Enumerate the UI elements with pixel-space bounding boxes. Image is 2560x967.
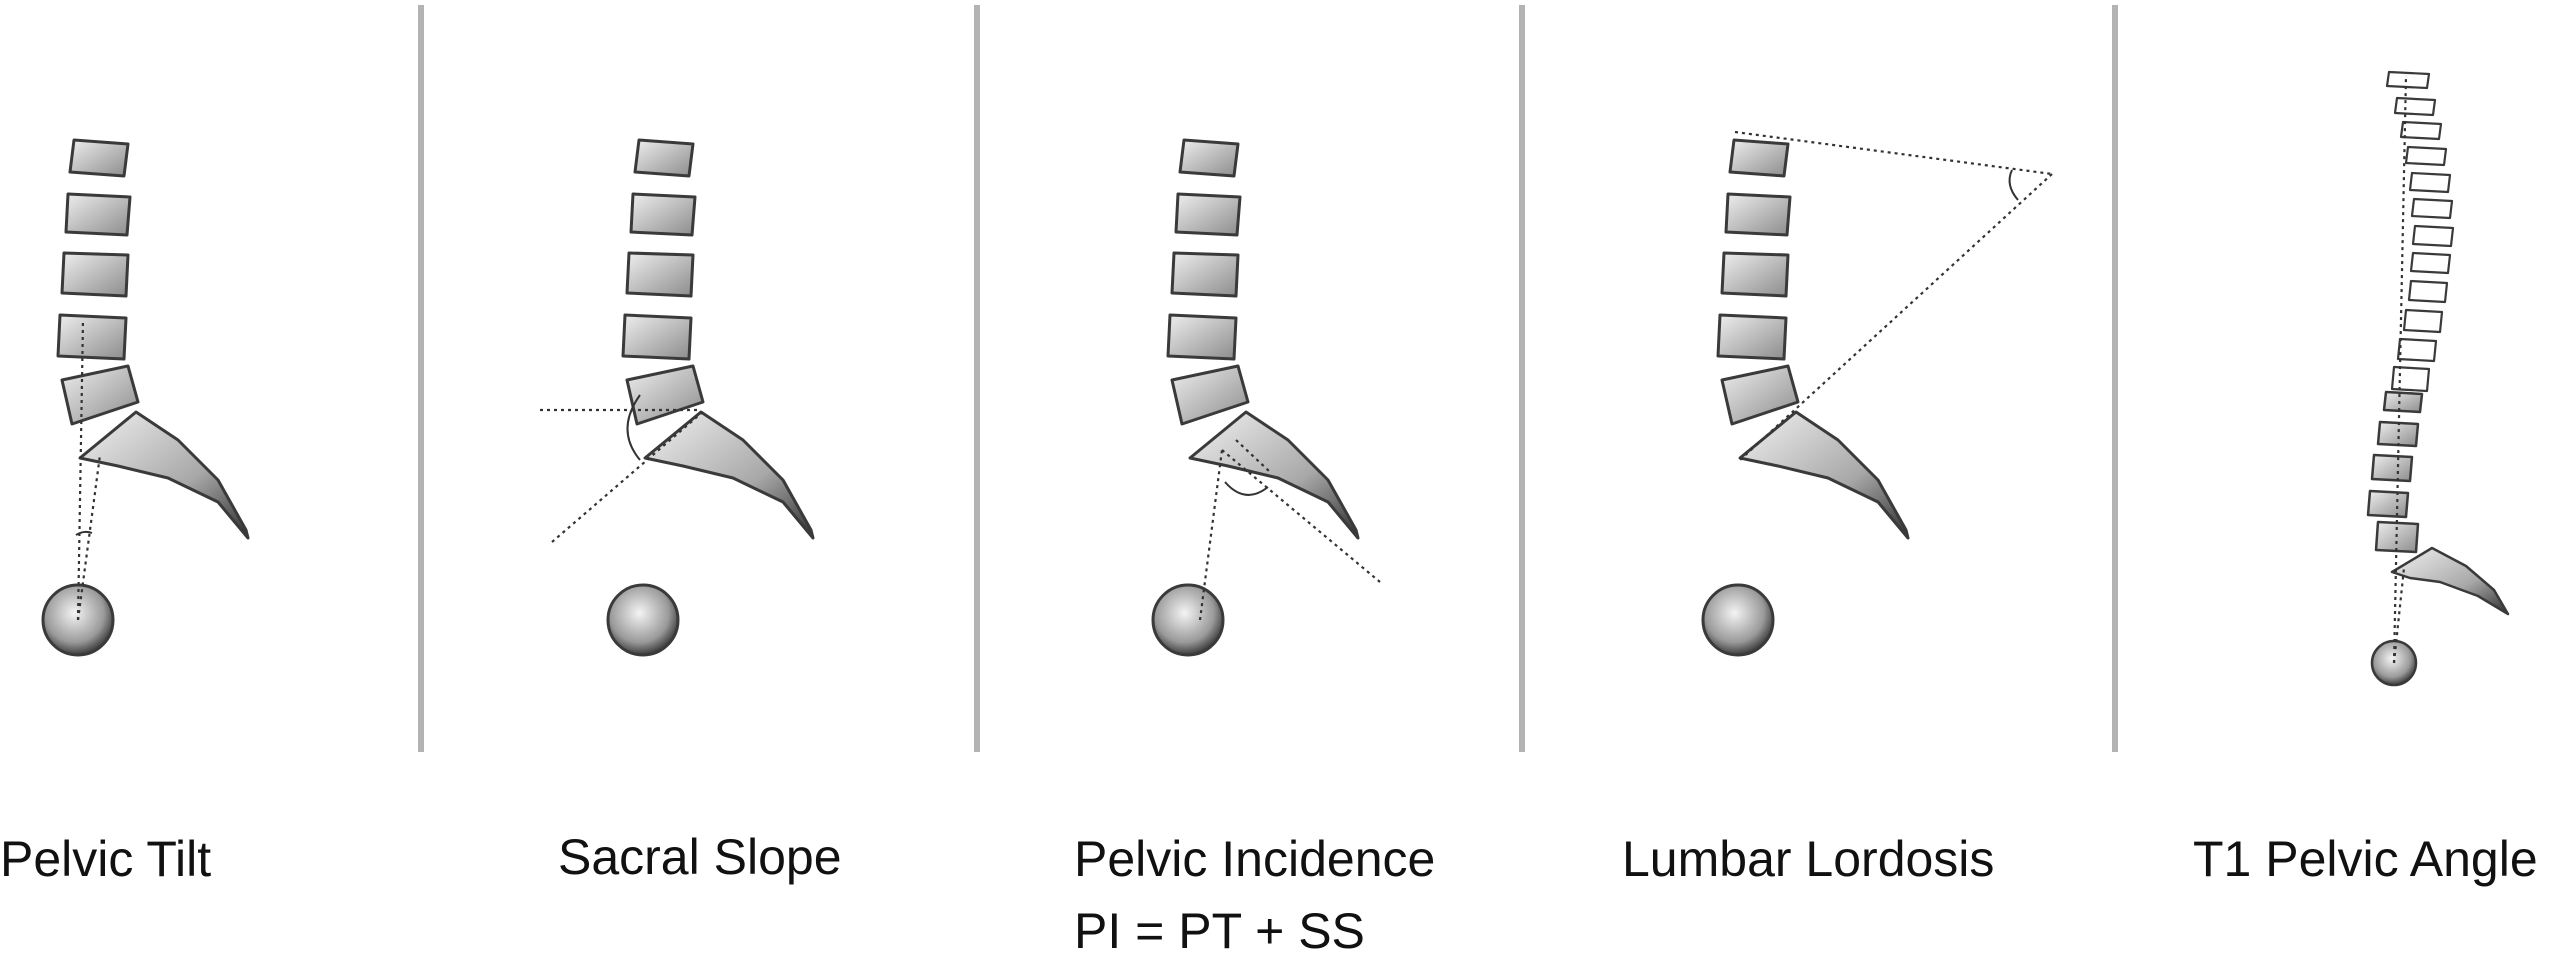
thoracic-vertebra-t9 (2407, 279, 2449, 304)
thoracic-vertebra-t8 (2409, 251, 2452, 275)
sacrum (643, 410, 815, 540)
thoracic-vertebra-t11 (2396, 337, 2438, 363)
thoracic-vertebra-t6 (2410, 197, 2454, 220)
vertebra-l5 (60, 364, 140, 426)
hip-axis-to-sacral-midpoint-line (2392, 567, 2406, 664)
s1-endplate-line (1739, 173, 2053, 461)
femoral-head (606, 583, 680, 657)
panel-pelvic-incidence-diagram (1151, 138, 1381, 657)
vertebra-l4 (1716, 313, 1788, 361)
sacrum (1738, 410, 1910, 540)
panel-pelvic-tilt-diagram (41, 138, 250, 657)
panel-dividers (418, 5, 2118, 752)
vertebra-l3 (1720, 251, 1790, 298)
vertebra-l2 (629, 192, 697, 237)
vertebra-l2 (64, 192, 132, 237)
label-pi-formula: PI = PT + SS (1074, 903, 1365, 959)
vertebra-l1 (1728, 138, 1790, 178)
vertebra-l2 (1724, 192, 1792, 237)
panel-sacral-slope-diagram (540, 138, 815, 657)
femoral-head (1151, 583, 1225, 657)
panel-t1-pelvic-angle-diagram (2366, 70, 2510, 687)
thoracic-vertebra-t2 (2393, 96, 2437, 117)
vertebra-l5 (625, 364, 705, 426)
thoracic-vertebra-t10 (2402, 308, 2444, 334)
t1-to-hip-axis-line (2392, 74, 2408, 664)
label-lumbar-lordosis: Lumbar Lordosis (1622, 831, 1995, 887)
vertical-reference-line (76, 319, 85, 621)
label-t1-pelvic-angle: T1 Pelvic Angle (2193, 831, 2538, 887)
hip-axis-to-sacral-midpoint-line (1198, 449, 1224, 621)
vertebra-l4 (621, 313, 693, 361)
vertebra-l5 (1170, 364, 1250, 426)
vertebra-l3 (60, 251, 130, 298)
thoracic-vertebra-t7 (2411, 224, 2455, 248)
sacral-endplate-line (551, 409, 706, 543)
pelvic-tilt-angle-arc (75, 530, 93, 536)
vertebra-l2 (1174, 192, 1242, 237)
label-sacral-slope: Sacral Slope (558, 829, 842, 885)
lordosis-angle-arc (2008, 169, 2019, 201)
sacrum (2390, 546, 2510, 616)
lumbar-vertebra-l2 (2376, 420, 2420, 448)
thoracic-vertebra-t1 (2385, 70, 2431, 90)
label-pelvic-tilt: Pelvic Tilt (0, 831, 212, 887)
vertebra-l1 (633, 138, 695, 178)
thoracic-vertebra-t3 (2399, 120, 2443, 141)
vertebra-l5 (1720, 364, 1800, 426)
sacral-endplate-line (1235, 439, 1271, 473)
vertebra-l3 (625, 251, 695, 298)
lumbar-vertebra-l3 (2370, 453, 2414, 483)
vertebra-l1 (68, 138, 130, 178)
pelvic-incidence-angle-arc (1224, 481, 1269, 496)
vertebra-l3 (1170, 251, 1240, 298)
vertebra-l4 (1166, 313, 1238, 361)
panel-lumbar-lordosis-diagram (1701, 130, 2053, 657)
sacral-slope-angle-arc (626, 394, 641, 461)
femoral-head (1701, 583, 1775, 657)
l1-endplate-line (1734, 130, 2053, 176)
sacrum (1188, 410, 1360, 540)
label-pelvic-incidence: Pelvic Incidence (1074, 831, 1436, 887)
vertebra-l4 (56, 313, 128, 361)
sacrum (78, 410, 250, 540)
lumbar-vertebra-l4 (2366, 489, 2410, 519)
lumbar-vertebra-l1 (2382, 390, 2424, 414)
vertebra-l1 (1178, 138, 1240, 178)
thoracic-vertebra-t12 (2390, 365, 2431, 393)
thoracic-vertebra-t4 (2404, 145, 2448, 167)
thoracic-vertebra-t5 (2408, 171, 2452, 194)
